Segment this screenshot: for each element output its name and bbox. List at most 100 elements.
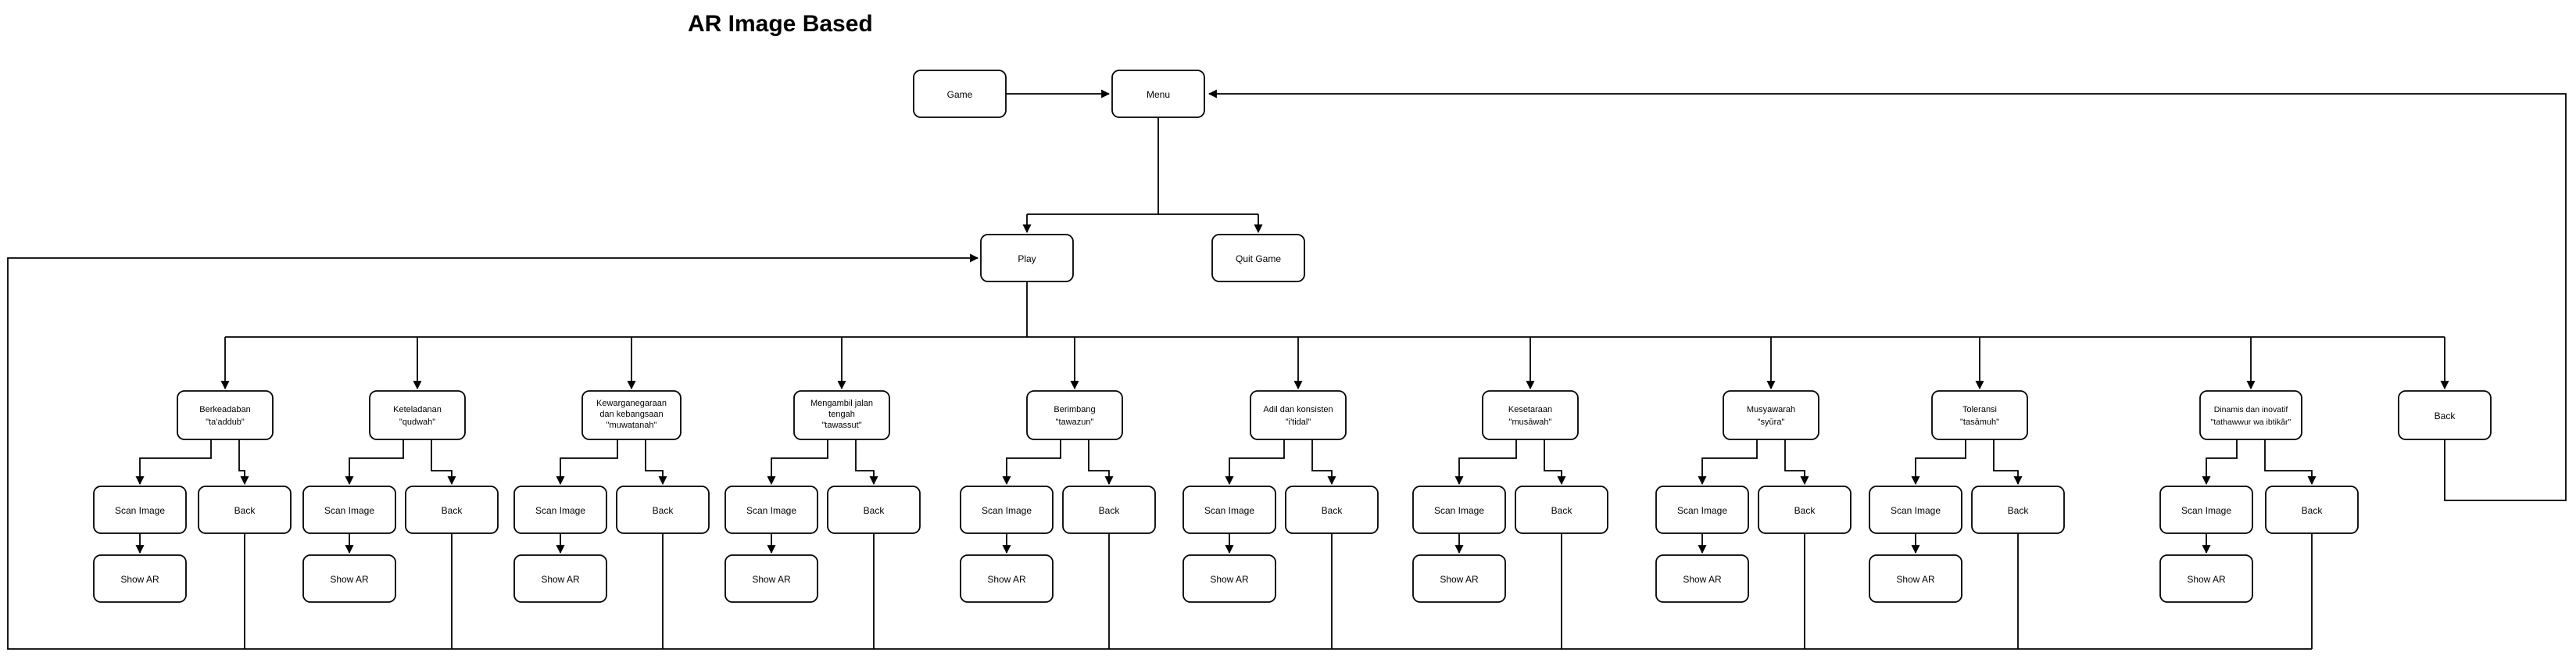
node-show-ar-8: Show AR xyxy=(1655,554,1749,603)
node-back-main: Back xyxy=(2398,390,2492,440)
topic-4-line-1: Mengambil jalan xyxy=(810,399,873,408)
node-show-ar-1: Show AR xyxy=(93,554,187,603)
node-back-1: Back xyxy=(198,486,292,534)
show-ar-2-label: Show AR xyxy=(330,574,369,585)
topic-3-line-3: "muwatanah" xyxy=(606,421,657,430)
edge-topic5-to-scan xyxy=(1002,439,1061,486)
edge-topic7-to-back xyxy=(1544,439,1566,486)
edge-topic7-to-scan xyxy=(1454,439,1517,486)
node-topic-dinamis-dan-inovatif: Dinamis dan inovatif "tathawwur wa ibtik… xyxy=(2199,390,2302,440)
back-2-label: Back xyxy=(442,505,463,516)
node-quit-game: Quit Game xyxy=(1211,234,1305,282)
topic-8-line-1: Musyawarah xyxy=(1747,405,1795,414)
scan-image-9-label: Scan Image xyxy=(1891,505,1941,516)
diagram-title: AR Image Based xyxy=(688,11,873,37)
show-ar-9-label: Show AR xyxy=(1896,574,1935,585)
node-back-6: Back xyxy=(1285,486,1379,534)
edge-topic2-to-back xyxy=(431,439,456,486)
node-topic-mengambil-jalan-tengah: Mengambil jalan tengah "tawassut" xyxy=(793,390,890,440)
topic-6-line-1: Adil dan konsisten xyxy=(1263,405,1333,414)
topic-8-line-2: "syūra" xyxy=(1758,418,1785,427)
node-menu: Menu xyxy=(1111,70,1205,118)
topic-1-line-1: Berkeadaban xyxy=(199,405,250,414)
back-7-label: Back xyxy=(1551,505,1573,516)
node-show-ar-6: Show AR xyxy=(1182,554,1276,603)
node-scan-image-9: Scan Image xyxy=(1869,486,1962,534)
node-back-10: Back xyxy=(2265,486,2359,534)
node-topic-toleransi: Toleransi "tasāmuh" xyxy=(1931,390,2028,440)
show-ar-3-label: Show AR xyxy=(541,574,580,585)
node-topic-kewarganegaraan: Kewarganegaraan dan kebangsaan "muwatana… xyxy=(581,390,682,440)
edge-topic9-to-scan xyxy=(1911,439,1966,486)
scan-image-7-label: Scan Image xyxy=(1434,505,1484,516)
edge-topic5-to-back xyxy=(1088,439,1114,486)
edge-topic8-to-back xyxy=(1784,439,1809,486)
node-topic-musyawarah: Musyawarah "syūra" xyxy=(1723,390,1819,440)
node-show-ar-5: Show AR xyxy=(960,554,1054,603)
back-6-label: Back xyxy=(1322,505,1343,516)
node-scan-image-8: Scan Image xyxy=(1655,486,1749,534)
node-scan-image-3: Scan Image xyxy=(513,486,607,534)
back-8-label: Back xyxy=(1794,505,1816,516)
topic-2-line-2: "qudwah" xyxy=(399,418,435,427)
node-topic-berimbang: Berimbang "tawazun" xyxy=(1026,390,1123,440)
node-scan-image-10: Scan Image xyxy=(2159,486,2253,534)
node-back-4: Back xyxy=(827,486,921,534)
edge-topic3-to-back xyxy=(645,439,667,486)
topic-10-line-1: Dinamis dan inovatif xyxy=(2214,405,2288,414)
node-scan-image-4: Scan Image xyxy=(724,486,818,534)
edges xyxy=(7,89,2567,650)
scan-image-5-label: Scan Image xyxy=(982,505,1032,516)
show-ar-8-label: Show AR xyxy=(1683,574,1722,585)
node-show-ar-10: Show AR xyxy=(2159,554,2253,603)
node-back-3: Back xyxy=(616,486,710,534)
topic-10-line-2: "tathawwur wa ibtikâr" xyxy=(2211,418,2292,427)
back-10-label: Back xyxy=(2302,505,2324,516)
edge-topic1-to-back xyxy=(238,439,249,486)
show-ar-6-label: Show AR xyxy=(1210,574,1249,585)
node-quit-game-label: Quit Game xyxy=(1236,253,1281,264)
node-back-2: Back xyxy=(405,486,499,534)
node-play-label: Play xyxy=(1018,253,1036,264)
topic-5-line-1: Berimbang xyxy=(1054,405,1095,414)
back-1-label: Back xyxy=(234,505,256,516)
edge-back-main-return-to-menu xyxy=(1208,89,2567,501)
scan-image-2-label: Scan Image xyxy=(324,505,374,516)
node-menu-label: Menu xyxy=(1147,89,1170,100)
topic-9-line-2: "tasāmuh" xyxy=(1960,418,1999,427)
show-ar-5-label: Show AR xyxy=(987,574,1026,585)
topic-9-line-1: Toleransi xyxy=(1962,405,1997,414)
topic-3-line-2: dan kebangsaan xyxy=(599,410,663,419)
node-show-ar-2: Show AR xyxy=(302,554,396,603)
node-topic-adil-dan-konsisten: Adil dan konsisten "i'tidal" xyxy=(1250,390,1347,440)
edge-topic6-to-scan xyxy=(1225,439,1285,486)
topic-4-line-2: tengah xyxy=(828,410,855,419)
edge-back-return-to-play xyxy=(7,253,2312,650)
node-show-ar-3: Show AR xyxy=(513,554,607,603)
edge-topic10-to-back xyxy=(2264,439,2317,486)
node-scan-image-6: Scan Image xyxy=(1182,486,1276,534)
node-scan-image-5: Scan Image xyxy=(960,486,1054,534)
back-4-label: Back xyxy=(864,505,886,516)
edge-topic10-to-scan xyxy=(2202,439,2238,486)
show-ar-10-label: Show AR xyxy=(2187,574,2226,585)
scan-image-10-label: Scan Image xyxy=(2181,505,2231,516)
scan-image-8-label: Scan Image xyxy=(1677,505,1727,516)
node-back-7: Back xyxy=(1515,486,1608,534)
node-back-5: Back xyxy=(1062,486,1156,534)
topic-5-line-2: "tawazun" xyxy=(1056,418,1094,427)
topic-2-line-1: Keteladanan xyxy=(393,405,442,414)
edge-topic8-to-scan xyxy=(1698,439,1758,486)
scan-image-6-label: Scan Image xyxy=(1204,505,1254,516)
topic-7-line-1: Kesetaraan xyxy=(1508,405,1552,414)
node-game: Game xyxy=(913,70,1007,118)
node-scan-image-7: Scan Image xyxy=(1412,486,1506,534)
scan-image-1-label: Scan Image xyxy=(115,505,165,516)
topic-7-line-2: "musāwah" xyxy=(1509,418,1552,427)
node-play: Play xyxy=(980,234,1074,282)
node-game-label: Game xyxy=(947,89,973,100)
nodes: Game Menu Play Quit Game Berkeadaban "ta… xyxy=(93,70,2492,603)
topic-6-line-2: "i'tidal" xyxy=(1286,418,1311,427)
node-back-9: Back xyxy=(1971,486,2065,534)
